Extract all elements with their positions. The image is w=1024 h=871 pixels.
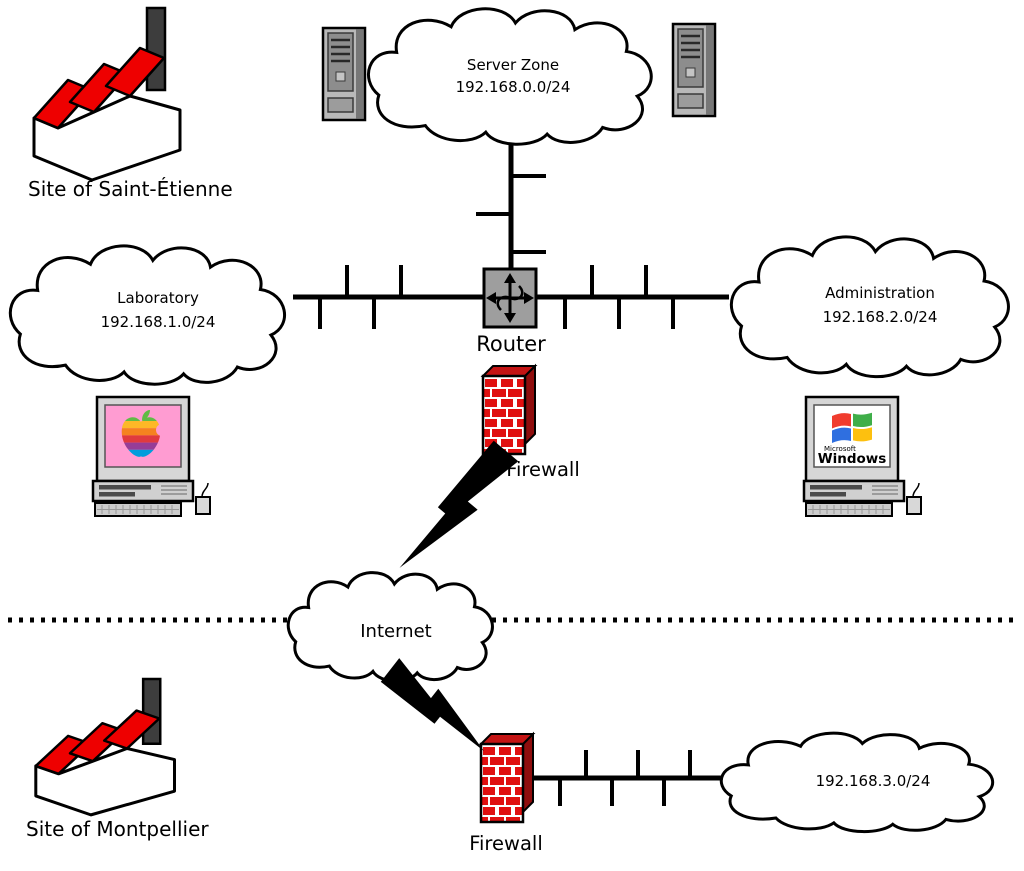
brick-wall-top xyxy=(478,733,536,745)
laboratory-name-label: Laboratory xyxy=(117,289,199,307)
windows-flag-green-pane xyxy=(853,412,872,428)
server-tower-icon xyxy=(671,22,717,118)
brick-wall-icon xyxy=(479,742,525,824)
windows-flag-red-pane xyxy=(832,413,851,429)
router-curve-arrow xyxy=(496,285,524,311)
windows-mouse xyxy=(906,496,922,515)
windows-mouse-cord xyxy=(912,482,920,498)
router-arrowhead-right xyxy=(524,292,534,304)
windows-flag-yellow-pane xyxy=(853,427,872,442)
apple-leaf xyxy=(142,410,150,420)
windows-drive-slot xyxy=(810,485,862,490)
factory-icon xyxy=(32,6,182,182)
server-zone-cloud xyxy=(366,7,653,146)
site-saint-etienne-label: Site of Saint-Étienne xyxy=(28,177,233,201)
branch-lan-bus xyxy=(533,750,721,806)
windows-keyboard-keys xyxy=(808,505,890,514)
server-zone-bus xyxy=(476,144,546,270)
windows-brand-small-label: Microsoft xyxy=(824,445,856,453)
brick-wall-side xyxy=(524,363,536,447)
windows-unit-vents xyxy=(872,485,898,495)
brick-wall-icon xyxy=(481,374,527,456)
brick-wall-top xyxy=(480,365,538,377)
mac-mouse xyxy=(195,496,211,515)
router-icon xyxy=(482,267,538,329)
mac-mouse-cord xyxy=(201,482,209,498)
firewall-branch-label: Firewall xyxy=(469,832,543,855)
mac-unit-vents xyxy=(161,485,187,495)
server-zone-subnet-label: 192.168.0.0/24 xyxy=(456,78,571,96)
laboratory-subnet-label: 192.168.1.0/24 xyxy=(101,313,216,331)
windows-screen xyxy=(813,404,891,468)
router-arrowhead-up xyxy=(504,273,516,283)
apple-bite xyxy=(156,424,168,436)
windows-flag-logo-icon xyxy=(832,412,872,443)
administration-name-label: Administration xyxy=(825,284,935,302)
administration-cloud xyxy=(729,235,1010,379)
firewall-main-icon xyxy=(480,363,538,456)
administration-subnet-label: 192.168.2.0/24 xyxy=(823,308,938,326)
windows-computer-icon: Microsoft Windows xyxy=(802,395,922,517)
firewall-main-label: Firewall xyxy=(506,458,580,481)
router-arrowhead-down xyxy=(504,313,516,323)
windows-brand-label: Windows xyxy=(818,451,887,467)
router-label: Router xyxy=(476,332,546,356)
brick-wall-side xyxy=(522,731,534,815)
factory-icon xyxy=(34,677,176,817)
router-arrowhead-left xyxy=(486,292,496,304)
server-zone-name-label: Server Zone xyxy=(467,56,559,74)
montpellier-lan-subnet-label: 192.168.3.0/24 xyxy=(816,772,931,790)
internet-label: Internet xyxy=(360,621,431,642)
mac-keyboard-keys xyxy=(97,505,179,514)
mac-system-unit xyxy=(91,479,195,503)
site-montpellier-label: Site of Montpellier xyxy=(26,817,209,841)
windows-system-unit xyxy=(802,479,906,503)
server-tower-icon xyxy=(321,26,367,122)
windows-drive-slot xyxy=(810,492,846,497)
mac-floppy-slot xyxy=(99,492,135,497)
mac-computer-icon xyxy=(91,395,211,517)
mac-floppy-slot xyxy=(99,485,151,490)
lightning-link-icon xyxy=(392,440,519,583)
windows-flag-blue-pane xyxy=(832,427,851,443)
firewall-branch-icon xyxy=(478,731,536,824)
